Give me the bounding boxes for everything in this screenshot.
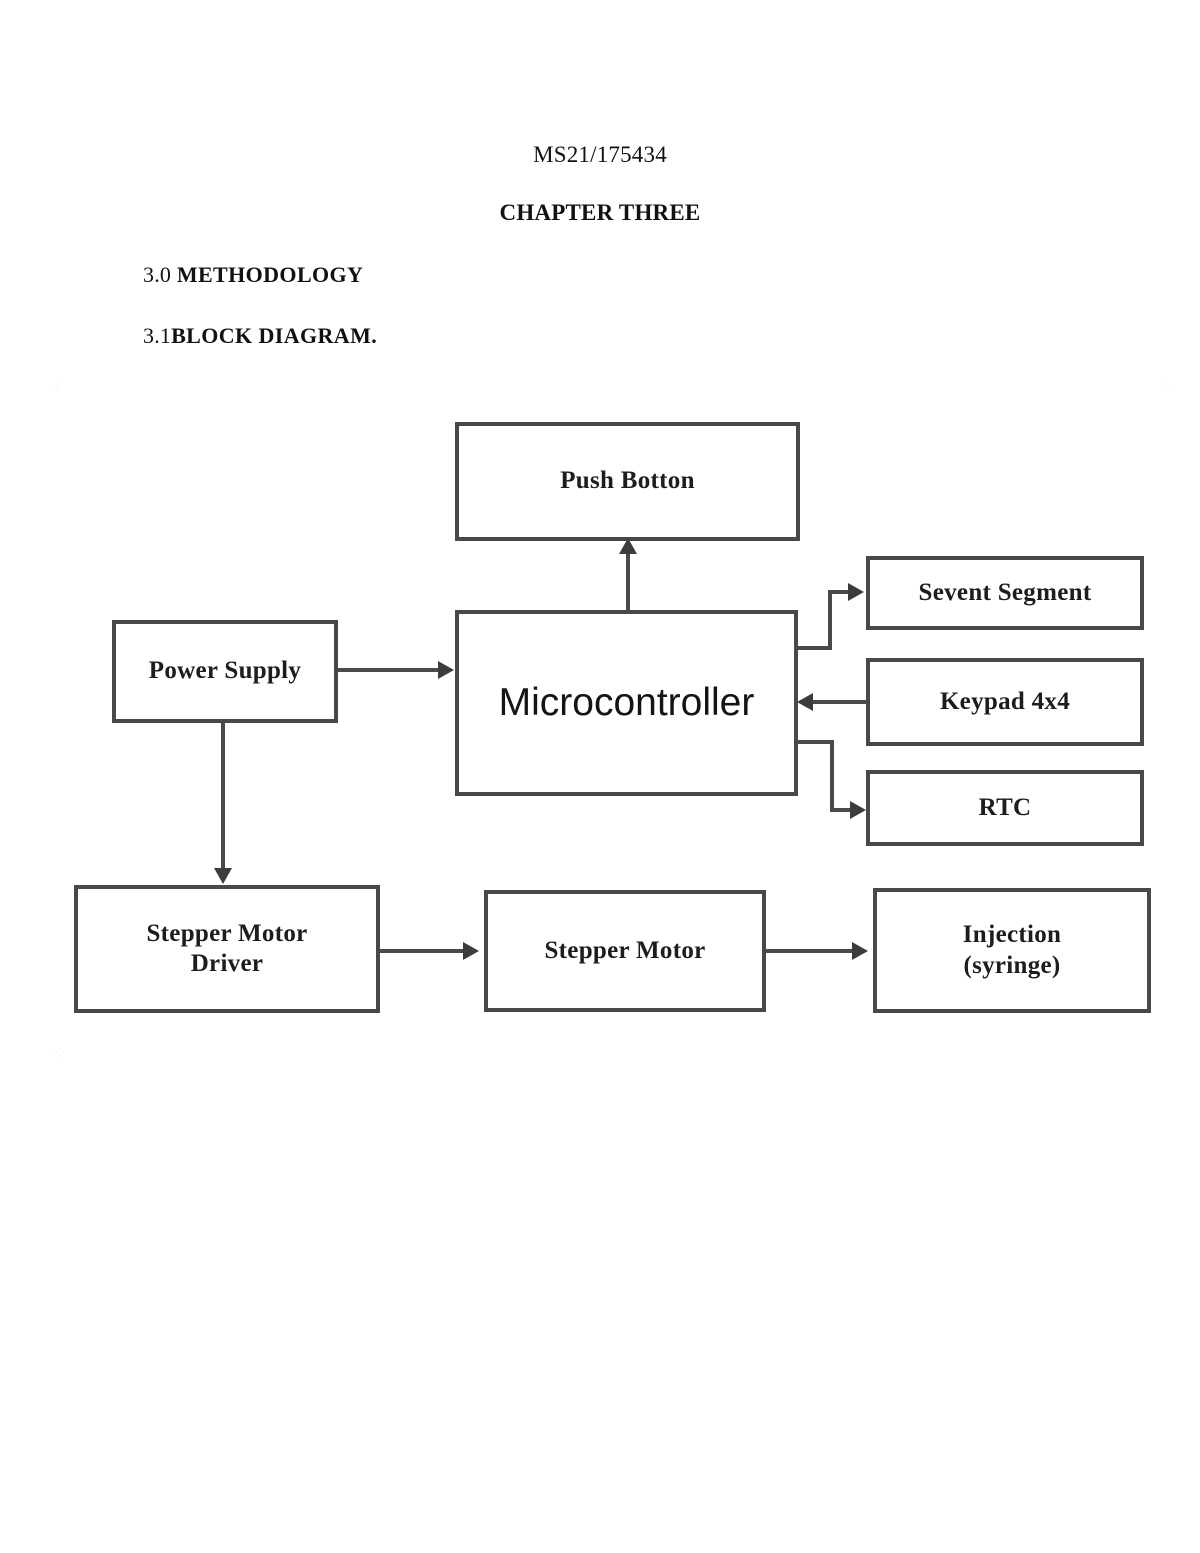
section-heading-3-0: 3.0 METHODOLOGY <box>143 262 363 288</box>
arrowhead-stepper-driver-to-stepper-motor <box>463 942 479 960</box>
student-id-text: MS21/175434 <box>533 142 667 167</box>
block-stepper-motor: Stepper Motor <box>484 890 766 1012</box>
connector-microcontroller-to-rtc-seg3 <box>830 808 856 812</box>
connector-power-supply-to-stepper-driver <box>221 722 225 872</box>
scan-artifact-top-left: ⁘ <box>50 380 64 397</box>
connector-stepper-motor-to-injection <box>765 949 856 953</box>
section-title-3-0: METHODOLOGY <box>176 262 364 287</box>
section-heading-3-1: 3.1BLOCK DIAGRAM. <box>143 323 377 349</box>
arrowhead-microcontroller-to-push-button <box>619 538 637 554</box>
block-microcontroller: Microcontroller <box>455 610 798 796</box>
block-microcontroller-label: Microcontroller <box>498 681 755 725</box>
block-seven-segment-label: Sevent Segment <box>918 578 1092 606</box>
block-injection-syringe: Injection (syringe) <box>873 888 1151 1013</box>
connector-microcontroller-to-push-button <box>626 549 630 612</box>
arrowhead-power-supply-to-stepper-driver <box>214 868 232 884</box>
arrowhead-microcontroller-to-seven-segment <box>848 583 864 601</box>
section-number-3-0: 3.0 <box>143 262 172 287</box>
connector-microcontroller-to-seven-segment-seg3 <box>828 590 854 594</box>
block-stepper-motor-driver-label: Stepper Motor Driver <box>140 919 313 980</box>
connector-microcontroller-to-seven-segment-seg2 <box>828 590 832 650</box>
block-seven-segment: Sevent Segment <box>866 556 1144 630</box>
block-stepper-motor-driver-line1: Stepper Motor <box>146 919 308 947</box>
arrowhead-stepper-motor-to-injection <box>852 942 868 960</box>
block-rtc: RTC <box>866 770 1144 846</box>
block-keypad: Keypad 4x4 <box>866 658 1144 746</box>
scan-artifact-top-right: ⁘ <box>1160 380 1174 397</box>
connector-microcontroller-to-rtc-seg2 <box>830 740 834 812</box>
arrowhead-power-supply-to-microcontroller <box>438 661 454 679</box>
block-push-button: Push Botton <box>455 422 800 541</box>
arrowhead-microcontroller-to-rtc <box>850 801 866 819</box>
scan-artifact-bottom-left: ⁘ <box>50 1048 64 1065</box>
block-rtc-label: RTC <box>978 793 1032 821</box>
block-injection-syringe-line1: Injection <box>962 921 1062 948</box>
connector-keypad-to-microcontroller <box>812 700 868 704</box>
block-stepper-motor-label: Stepper Motor <box>544 936 706 964</box>
connector-microcontroller-to-rtc-seg1 <box>796 740 834 744</box>
chapter-title: CHAPTER THREE <box>499 200 701 225</box>
section-number-3-1: 3.1 <box>143 323 172 348</box>
block-stepper-motor-driver: Stepper Motor Driver <box>74 885 380 1013</box>
block-power-supply-label: Power Supply <box>148 657 302 685</box>
connector-microcontroller-to-seven-segment-seg1 <box>796 646 832 650</box>
block-injection-syringe-label: Injection (syringe) <box>957 920 1068 981</box>
connector-stepper-driver-to-stepper-motor <box>379 949 467 953</box>
section-title-3-1: BLOCK DIAGRAM. <box>171 323 378 348</box>
block-stepper-motor-driver-line2: Driver <box>190 950 264 977</box>
block-power-supply: Power Supply <box>112 620 338 723</box>
connector-power-supply-to-microcontroller <box>338 668 442 672</box>
block-injection-syringe-line2: (syringe) <box>963 951 1061 979</box>
block-keypad-label: Keypad 4x4 <box>939 687 1071 715</box>
block-push-button-label: Push Botton <box>560 467 695 495</box>
arrowhead-keypad-to-microcontroller <box>797 693 813 711</box>
